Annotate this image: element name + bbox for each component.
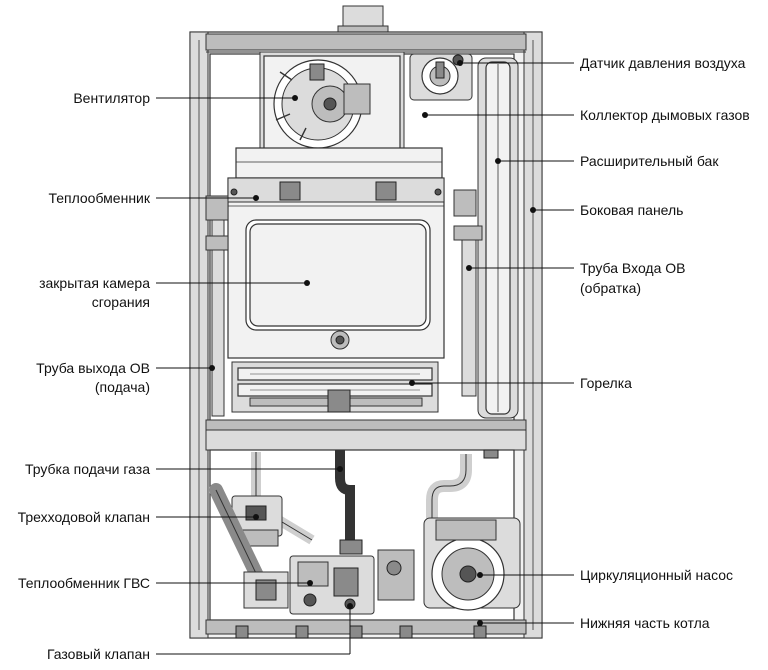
boiler-illustration bbox=[189, 5, 543, 639]
right-labels: Датчик давления воздуха Коллектор дымовы… bbox=[409, 55, 750, 631]
air-pressure-sensor bbox=[409, 53, 473, 101]
dhw-heat-exchanger bbox=[209, 483, 289, 609]
supply-pipe bbox=[205, 195, 229, 417]
boiler-bottom bbox=[205, 619, 527, 635]
label-three-way-valve: Трехходовой клапан bbox=[18, 509, 150, 525]
gas-supply-tube bbox=[335, 450, 363, 555]
label-dhw-exchanger: Теплообменник ГВС bbox=[18, 575, 150, 591]
label-fan: Вентилятор bbox=[73, 90, 150, 106]
label-flue-collector: Коллектор дымовых газов bbox=[580, 107, 750, 123]
label-gas-valve: Газовый клапан bbox=[47, 646, 150, 662]
label-expansion-tank: Расширительный бак bbox=[580, 153, 719, 169]
combustion-chamber bbox=[245, 219, 431, 350]
label-supply-pipe-1: Труба выхода ОВ bbox=[36, 360, 150, 376]
expansion-tank bbox=[477, 57, 519, 419]
label-closed-chamber-2: сгорания bbox=[92, 294, 150, 310]
left-labels: Вентилятор Теплообменник закрытая камера… bbox=[18, 90, 353, 662]
label-heat-exchanger: Теплообменник bbox=[48, 190, 150, 206]
label-side-panel: Боковая панель bbox=[580, 202, 683, 218]
label-return-pipe-1: Труба Входа ОВ bbox=[580, 260, 686, 276]
label-gas-tube: Трубка подачи газа bbox=[25, 461, 150, 477]
three-way-valve bbox=[231, 452, 315, 547]
label-burner: Горелка bbox=[580, 375, 632, 391]
label-return-pipe-2: (обратка) bbox=[580, 280, 641, 296]
label-boiler-bottom: Нижняя часть котла bbox=[580, 615, 710, 631]
gas-valve bbox=[289, 549, 415, 615]
label-air-pressure-sensor: Датчик давления воздуха bbox=[580, 55, 746, 71]
fan-assembly bbox=[259, 51, 405, 157]
label-closed-chamber-1: закрытая камера bbox=[39, 275, 150, 291]
flue-collector bbox=[235, 147, 443, 179]
label-circulation-pump: Циркуляционный насос bbox=[580, 567, 733, 583]
burner bbox=[231, 361, 439, 413]
label-supply-pipe-2: (подача) bbox=[95, 379, 150, 395]
circulation-pump bbox=[423, 449, 521, 611]
